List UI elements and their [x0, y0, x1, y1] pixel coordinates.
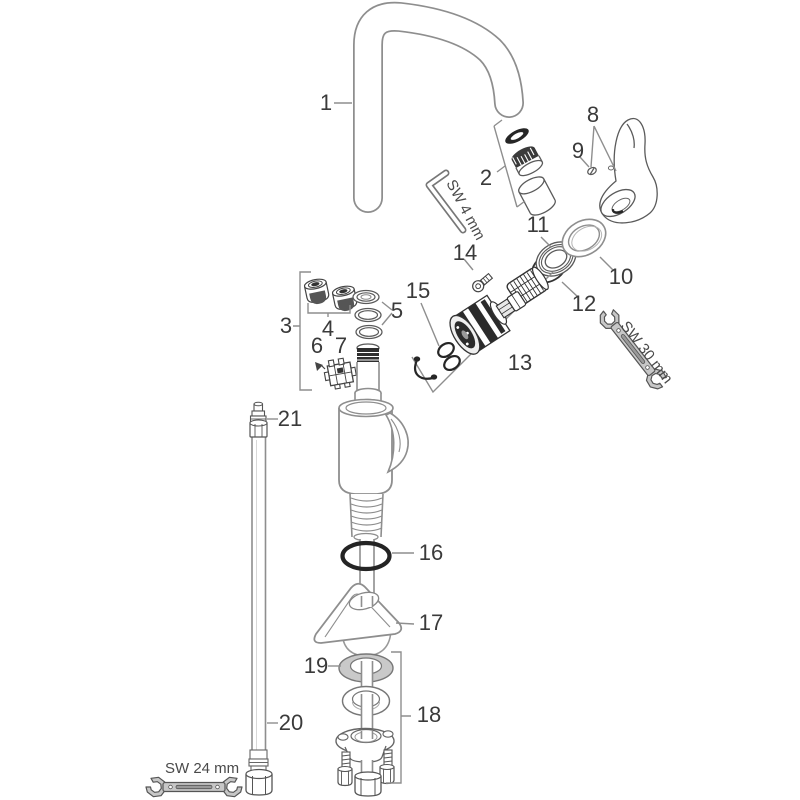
shank-nut — [354, 771, 382, 797]
allen-key-sw4 — [425, 169, 467, 234]
group-bracket-3 — [293, 271, 312, 391]
part-label-19: 19 — [304, 653, 328, 678]
o-ring-set-5 — [352, 289, 383, 340]
group-bracket-18 — [386, 651, 411, 784]
mounting-flange — [335, 727, 395, 763]
part-label-15: 15 — [406, 278, 430, 303]
retainer-clips — [413, 341, 461, 380]
check-valve-a — [303, 278, 330, 305]
ring-cap-10 — [561, 218, 607, 258]
spout — [353, 1, 524, 213]
part-label-20: 20 — [279, 710, 303, 735]
check-valve-b — [331, 285, 358, 312]
aerator-seal — [505, 128, 529, 144]
handle-lever — [599, 117, 658, 224]
hose-nut-bottom — [245, 749, 273, 796]
leader-5 — [381, 301, 393, 326]
part-label-12: 12 — [572, 291, 596, 316]
cartridge — [449, 291, 527, 355]
leader-12 — [561, 281, 579, 298]
handle-screw — [587, 166, 597, 176]
part-label-13: 13 — [508, 350, 532, 375]
coupling-7 — [323, 357, 357, 390]
cartridge-screw — [472, 272, 494, 293]
hose-connector-top — [249, 401, 268, 438]
aerator-sleeve — [518, 176, 556, 216]
part-label-5: 5 — [391, 298, 403, 323]
shank-tube-mid — [360, 672, 374, 688]
o-ring-16 — [340, 540, 392, 572]
part-label-18: 18 — [417, 702, 441, 727]
supply-hose — [251, 437, 267, 757]
group-bracket-4 — [307, 303, 351, 317]
part-label-10: 10 — [609, 264, 633, 289]
tool-label-sw24: SW 24 mm — [165, 760, 239, 777]
tool-label-sw30: SW 30 mm — [617, 318, 676, 387]
escutcheon-17 — [313, 582, 403, 657]
part-label-21: 21 — [278, 406, 302, 431]
part-label-11: 11 — [527, 212, 550, 237]
wrench-sw24 — [146, 777, 242, 796]
part-label-3: 3 — [280, 313, 292, 338]
flange-bolt-left — [337, 751, 353, 787]
part-label-1: 1 — [320, 90, 332, 115]
part-label-6: 6 — [311, 333, 323, 358]
body-stem — [354, 343, 382, 410]
part-label-7: 7 — [335, 333, 347, 358]
leader-9 — [579, 156, 590, 168]
faucet-body — [338, 398, 409, 495]
leader-14 — [463, 258, 474, 271]
part-label-2: 2 — [480, 165, 492, 190]
grub-pin-6 — [315, 362, 326, 371]
flange-bolt-right — [379, 749, 395, 785]
leader-15 — [420, 302, 440, 347]
part-label-16: 16 — [419, 540, 443, 565]
part-label-14: 14 — [453, 240, 477, 265]
leader-17 — [395, 622, 415, 625]
shank-tube-low — [360, 706, 374, 730]
handle-mount-fin — [384, 412, 409, 474]
leader-10 — [599, 256, 615, 272]
part-label-9: 9 — [572, 138, 584, 163]
group-bracket-2 — [493, 119, 526, 208]
aerator-insert — [511, 146, 544, 177]
leader-11 — [540, 236, 552, 248]
leader-8 — [590, 125, 617, 172]
part-label-17: 17 — [419, 610, 443, 635]
part-label-4: 4 — [322, 316, 334, 341]
threaded-shank — [349, 493, 384, 542]
part-label-8: 8 — [587, 102, 599, 127]
